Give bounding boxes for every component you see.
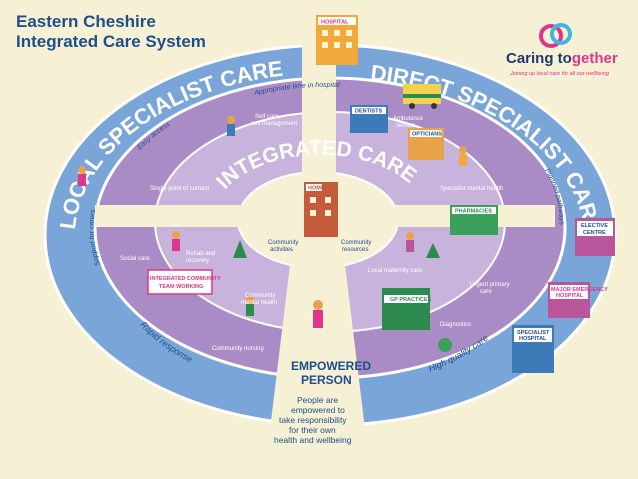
svg-text:HOSPITAL: HOSPITAL [321,20,349,26]
logo-name-part2: gether [571,50,618,67]
path-bottom [265,265,370,470]
brand-logo: Caring together [506,50,618,67]
empowered-title-2: PERSON [301,373,352,387]
svg-text:HOSPITAL: HOSPITAL [556,293,584,299]
empowered-text-1: People are [297,395,338,405]
label-community-nursing: Community nursing [212,346,264,352]
title-line-1: Eastern Cheshire [16,12,156,31]
label-community-activities: Community [268,240,298,246]
empowered-text-4: for their own [289,425,336,435]
empowered-text-5: health and wellbeing [274,435,352,445]
label-community-mental-2: mental health [241,300,277,306]
hospital-building: HOSPITAL [316,15,358,65]
label-community-mental: Community [245,293,275,299]
opticians-building: OPTICIANS [408,128,444,160]
label-community-activities-2: activities [270,247,293,253]
ambulance-icon [403,84,441,109]
emergency-hospital-building: MAJOR EMERGENCY HOSPITAL [548,282,608,318]
label-social-care: Social care [120,256,150,262]
page-title: Eastern Cheshire Integrated Care System [16,12,206,52]
pharmacies-building: PHARMACIES [450,205,498,235]
label-self-care-2: self management [251,121,297,127]
label-rehab-2: recovery [186,258,209,264]
specialist-hospital-building: SPECIALIST HOSPITAL [512,325,554,373]
label-specialist-mental: Specialist mental health [440,186,503,192]
label-urgent-primary-2: care [480,289,492,295]
label-diagnostics: Diagnostics [440,322,471,328]
logo-tagline: Joining up local care for all our wellbe… [510,71,610,77]
label-ambulance-2: service [396,123,416,129]
svg-text:OPTICIANS: OPTICIANS [412,132,442,138]
svg-text:INTEGRATED COMMUNITY: INTEGRATED COMMUNITY [150,276,221,282]
svg-text:TEAM WORKING: TEAM WORKING [159,284,203,290]
team-working-sign: INTEGRATED COMMUNITY TEAM WORKING [147,269,221,295]
label-local-maternity: Local maternity care [368,268,423,274]
svg-text:GP PRACTICES: GP PRACTICES [390,297,431,303]
empowered-text-3: take responsibility [279,415,347,425]
dentists-building: DENTISTS [350,105,388,133]
svg-text:PHARMACIES: PHARMACIES [455,209,492,215]
label-community-resources-2: resources [342,247,368,253]
people-figures-icon [78,116,467,328]
elective-centre-building: ELECTIVE CENTRE [575,218,615,256]
label-ambulance: Ambulance [393,116,424,122]
logo-rings-icon [539,23,572,48]
label-urgent-primary: Urgent primary [470,282,510,288]
title-line-2: Integrated Care System [16,32,206,51]
svg-text:HOSPITAL: HOSPITAL [519,336,547,342]
logo-name-part1: Caring to [506,50,572,67]
svg-text:DENTISTS: DENTISTS [355,109,383,115]
svg-text:CENTRE: CENTRE [583,230,606,236]
svg-text:SPECIALIST: SPECIALIST [517,330,550,336]
gp-practices-building: GP PRACTICES [382,288,431,330]
home-building: HOME [304,182,338,237]
tree-icon [233,240,452,352]
label-self-care: Self care, [255,114,281,120]
svg-text:MAJOR EMERGENCY: MAJOR EMERGENCY [551,287,608,293]
label-single-point: Single point of contact [150,186,209,192]
path-left [95,205,245,227]
label-community-resources: Community [341,240,371,246]
svg-text:HOME: HOME [308,186,325,192]
empowered-title-1: EMPOWERED [291,359,371,373]
label-rehab: Rehab and [186,251,215,257]
svg-text:ELECTIVE: ELECTIVE [581,223,608,229]
empowered-text-2: empowered to [291,405,345,415]
